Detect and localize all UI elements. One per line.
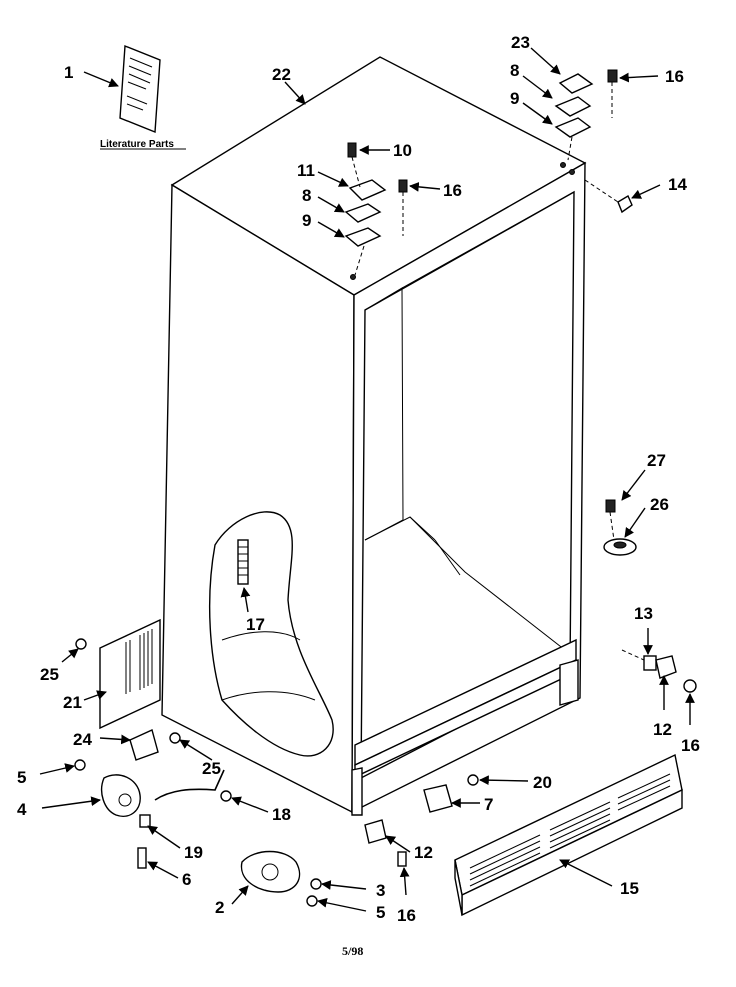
base-grille bbox=[454, 753, 683, 917]
callout-13: 13 bbox=[634, 604, 653, 623]
callout-4: 4 bbox=[17, 800, 27, 819]
callout-11: 11 bbox=[297, 161, 315, 180]
callout-16-bottom: 16 bbox=[397, 906, 416, 925]
footer-date: 5/98 bbox=[342, 944, 363, 958]
center-hinge-assembly bbox=[344, 142, 408, 276]
leader-lines bbox=[39, 47, 695, 912]
callout-9-center: 9 bbox=[302, 211, 311, 230]
callout-1: 1 bbox=[64, 63, 73, 82]
callout-3: 3 bbox=[376, 881, 385, 900]
callout-22: 22 bbox=[272, 65, 291, 84]
right-bracket-parts bbox=[621, 649, 697, 693]
callout-7: 7 bbox=[484, 795, 493, 814]
rear-compressor-panel bbox=[75, 618, 161, 730]
callout-6: 6 bbox=[182, 870, 191, 889]
callout-25-center: 25 bbox=[202, 759, 221, 778]
callout-25-left: 25 bbox=[40, 665, 59, 684]
bottom-center-parts bbox=[240, 774, 479, 907]
callout-9-right: 9 bbox=[510, 89, 519, 108]
callout-26: 26 bbox=[650, 495, 669, 514]
leveler-parts bbox=[603, 499, 637, 556]
callout-5-left: 5 bbox=[17, 768, 26, 787]
callout-21: 21 bbox=[63, 693, 82, 712]
refrigerator-cabinet bbox=[161, 56, 587, 816]
callout-24: 24 bbox=[73, 730, 92, 749]
callout-5-bottom: 5 bbox=[376, 903, 385, 922]
callout-15: 15 bbox=[620, 879, 639, 898]
callout-16-center: 16 bbox=[443, 181, 462, 200]
callout-14: 14 bbox=[668, 175, 687, 194]
callout-17: 17 bbox=[246, 615, 265, 634]
callout-12-right: 12 bbox=[653, 720, 672, 739]
clip-part bbox=[617, 194, 633, 214]
callout-20: 20 bbox=[533, 773, 552, 792]
callout-16-top-right: 16 bbox=[665, 67, 684, 86]
callout-23: 23 bbox=[511, 33, 530, 52]
callout-16-right: 16 bbox=[681, 736, 700, 755]
right-hinge-assembly bbox=[554, 69, 618, 161]
callout-19: 19 bbox=[184, 843, 203, 862]
literature-booklet bbox=[119, 44, 161, 134]
callout-18: 18 bbox=[272, 805, 291, 824]
callout-numbers: 1 22 23 8 9 16 10 11 8 9 16 14 27 26 13 … bbox=[17, 33, 700, 925]
callout-8-right: 8 bbox=[510, 61, 519, 80]
spring-part bbox=[237, 539, 249, 585]
callout-12-bottom: 12 bbox=[414, 843, 433, 862]
callout-8-center: 8 bbox=[302, 186, 311, 205]
bottom-left-parts bbox=[74, 729, 232, 869]
callout-2: 2 bbox=[215, 898, 224, 917]
callout-27: 27 bbox=[647, 451, 666, 470]
literature-parts-caption: Literature Parts bbox=[100, 139, 174, 150]
callout-10: 10 bbox=[393, 141, 412, 160]
